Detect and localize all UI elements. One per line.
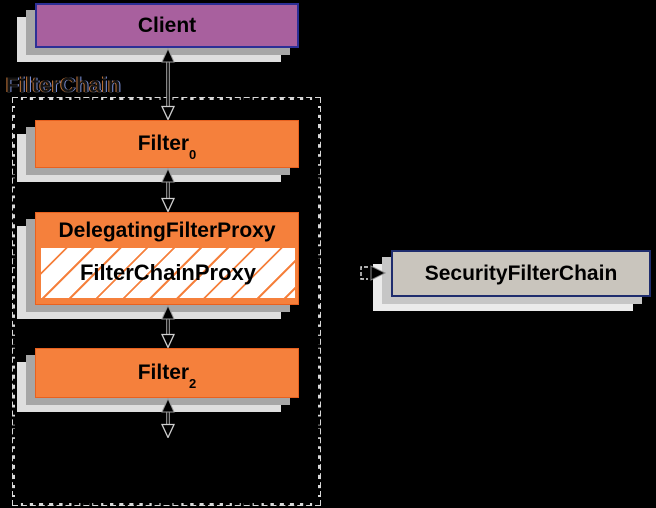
filter-chain-proxy-label: FilterChainProxy	[79, 260, 257, 285]
filter0-label: Filter0	[137, 132, 197, 163]
security-filter-chain-label: SecurityFilterChain	[424, 261, 618, 285]
filter0-box: Filter0	[35, 120, 299, 168]
filter2-box: Filter2	[35, 348, 299, 398]
filterchain-label: FilterChain	[6, 74, 122, 97]
filter2-subscript: 2	[189, 376, 197, 392]
client-box: Client	[35, 3, 299, 48]
delegating-filter-proxy-box: DelegatingFilterProxy FilterChainProxy	[35, 212, 299, 305]
filter-chain-proxy-box: FilterChainProxy	[41, 248, 295, 298]
delegating-filter-proxy-label: DelegatingFilterProxy	[58, 219, 276, 242]
client-label: Client	[137, 13, 197, 37]
arrow-fcp-sfc-icon	[360, 265, 387, 281]
security-filter-chain-box: SecurityFilterChain	[391, 250, 651, 297]
filter2-label: Filter2	[137, 361, 197, 392]
filter0-subscript: 0	[189, 147, 197, 163]
